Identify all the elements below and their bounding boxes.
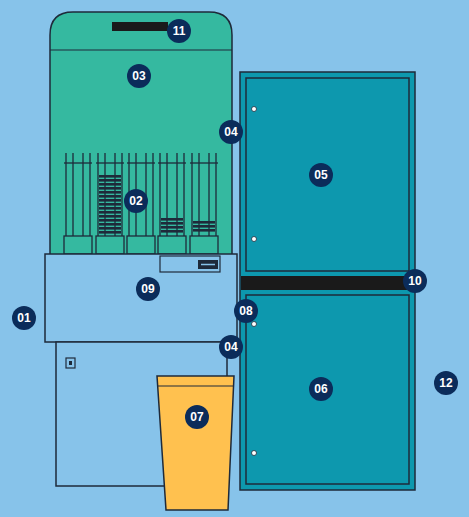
coin-stacks bbox=[99, 175, 215, 234]
tube-bar bbox=[158, 162, 186, 163]
tube-base bbox=[64, 236, 92, 254]
lower-door bbox=[246, 295, 409, 484]
tube-rod bbox=[89, 153, 90, 236]
tube-rod bbox=[183, 153, 184, 236]
callout-text: 01 bbox=[17, 311, 30, 325]
coin-slot bbox=[112, 22, 168, 31]
housing-seam bbox=[50, 49, 232, 50]
coin bbox=[161, 218, 183, 221]
tube-bar bbox=[96, 162, 124, 163]
upper-door bbox=[246, 78, 409, 271]
coin bbox=[99, 223, 121, 226]
callout-text: 09 bbox=[141, 282, 154, 296]
coin-unit-housing bbox=[50, 12, 232, 255]
tube-bar bbox=[127, 162, 155, 163]
coin bbox=[99, 227, 121, 230]
callout-text: 03 bbox=[132, 69, 145, 83]
coin bbox=[193, 229, 215, 232]
tube-rod bbox=[65, 153, 66, 236]
coin bbox=[99, 179, 121, 182]
callout-text: 06 bbox=[314, 382, 327, 396]
hinges bbox=[252, 107, 257, 456]
tube-rod bbox=[72, 153, 73, 236]
callout-number: 04 bbox=[219, 335, 243, 359]
coin bbox=[99, 195, 121, 198]
coin bbox=[99, 183, 121, 186]
tube-rod bbox=[215, 153, 216, 236]
coin bbox=[161, 222, 183, 225]
tube-rod bbox=[191, 153, 192, 236]
callout-number: 06 bbox=[309, 377, 333, 401]
tube-rod bbox=[82, 153, 83, 236]
callout-number: 10 bbox=[403, 269, 427, 293]
callout-number: 11 bbox=[167, 19, 191, 43]
display-panel bbox=[160, 256, 220, 272]
callout-number: 02 bbox=[124, 189, 148, 213]
tube-rod bbox=[121, 153, 122, 236]
coin bbox=[99, 207, 121, 210]
callout-number: 08 bbox=[234, 299, 258, 323]
coin bbox=[99, 203, 121, 206]
coin bbox=[193, 225, 215, 228]
callout-text: 05 bbox=[314, 168, 327, 182]
waste-bin bbox=[157, 376, 234, 510]
callout-number: 12 bbox=[434, 371, 458, 395]
coin bbox=[99, 175, 121, 178]
callout-number: 07 bbox=[185, 405, 209, 429]
callout-number: 01 bbox=[12, 306, 36, 330]
tube-rod bbox=[97, 153, 98, 236]
callout-text: 08 bbox=[239, 304, 252, 318]
coin-tubes bbox=[64, 153, 218, 254]
callout-number: 05 bbox=[309, 163, 333, 187]
callout-text: 11 bbox=[173, 24, 186, 38]
coin bbox=[99, 187, 121, 190]
tube-rod bbox=[159, 153, 160, 236]
callout-number: 03 bbox=[127, 64, 151, 88]
control-box bbox=[45, 254, 237, 342]
callout-text: 02 bbox=[129, 194, 142, 208]
tube-base bbox=[190, 236, 218, 254]
card-reader bbox=[198, 260, 218, 269]
coin bbox=[99, 199, 121, 202]
coin bbox=[99, 231, 121, 234]
callout-text: 04 bbox=[224, 125, 237, 139]
callout-text: 12 bbox=[439, 376, 452, 390]
tube-base bbox=[96, 236, 124, 254]
callout-text: 04 bbox=[224, 340, 237, 354]
coin bbox=[99, 219, 121, 222]
tube-base bbox=[127, 236, 155, 254]
lock bbox=[66, 358, 75, 368]
callout-text: 10 bbox=[408, 274, 421, 288]
card-slot bbox=[201, 264, 215, 266]
coin bbox=[99, 211, 121, 214]
tube-rod bbox=[152, 153, 153, 236]
coin bbox=[161, 226, 183, 229]
coin bbox=[193, 221, 215, 224]
lock-core bbox=[69, 361, 72, 365]
tube-bar bbox=[190, 162, 218, 163]
tube-base bbox=[158, 236, 186, 254]
bin-rim bbox=[158, 385, 233, 386]
tube-bar bbox=[64, 162, 92, 163]
divider-band bbox=[241, 276, 414, 290]
coin bbox=[161, 230, 183, 233]
callout-text: 07 bbox=[190, 410, 203, 424]
callout-number: 09 bbox=[136, 277, 160, 301]
coin bbox=[99, 191, 121, 194]
callout-number: 04 bbox=[219, 120, 243, 144]
safe-cabinet bbox=[240, 72, 415, 490]
coin bbox=[99, 215, 121, 218]
